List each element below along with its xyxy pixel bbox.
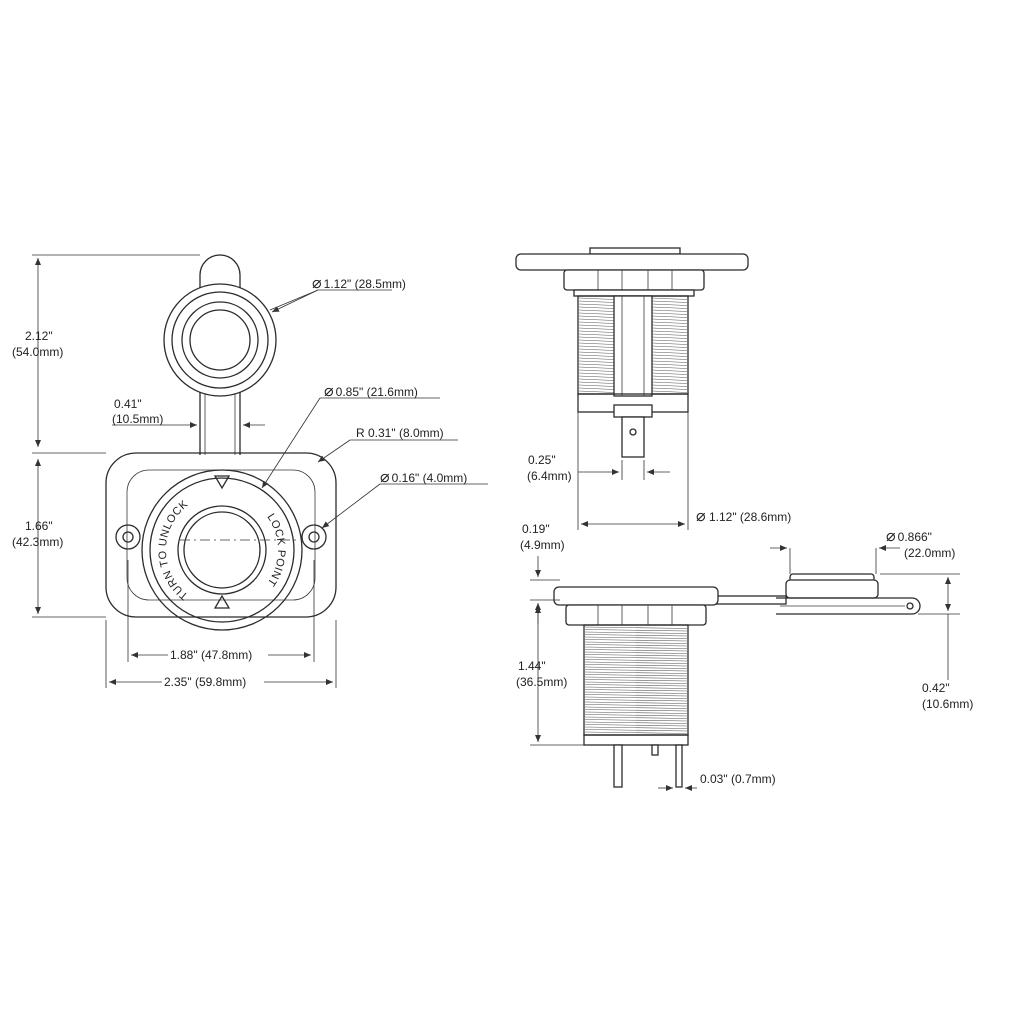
- lock-arrow-icon: [213, 594, 231, 609]
- hinge-width-dim: 0.41": [114, 397, 142, 411]
- total-height-dim-mm: (54.0mm): [12, 345, 63, 359]
- flange-height-dim: 0.19": [522, 522, 550, 536]
- terminal-pin: [675, 744, 683, 788]
- cap-diameter-side-dim: ⌀0.866": [886, 528, 932, 545]
- mounting-plate: [105, 452, 337, 618]
- unlock-arrow-icon: [213, 475, 231, 490]
- terminal-thickness-dim: 0.03" (0.7mm): [700, 772, 776, 786]
- front-dimensions: 2.12" (54.0mm) 1.66" (42.3mm) 0.41" (10.…: [12, 254, 488, 689]
- terminal-offset-dim-mm: (6.4mm): [527, 469, 572, 483]
- terminal-tab: [621, 416, 645, 458]
- terminal-offset-dim: 0.25": [528, 453, 556, 467]
- cap-side: [785, 579, 879, 599]
- flange-height-dim-mm: (4.9mm): [520, 538, 565, 552]
- screw-hole-left: [115, 524, 141, 550]
- cap-height-dim-mm: (10.6mm): [922, 697, 973, 711]
- side-top-dimensions: 0.25" (6.4mm) ⌀ 1.12" (28.6mm): [527, 398, 791, 530]
- thread-diameter-dim: ⌀ 1.12" (28.6mm): [696, 508, 791, 525]
- socket-diameter-dim: ⌀0.85" (21.6mm): [324, 383, 418, 400]
- hole-diameter-dim: ⌀0.16" (4.0mm): [380, 469, 467, 486]
- screw-hole-right: [301, 524, 327, 550]
- plate-height-dim: 1.66": [25, 519, 53, 533]
- body-length-dim-mm: (36.5mm): [516, 675, 567, 689]
- total-height-dim: 2.12": [25, 329, 53, 343]
- cap-diameter-side-dim-mm: (22.0mm): [904, 546, 955, 560]
- turn-to-unlock-label: TURN TO UNLOCK: [157, 498, 191, 602]
- radius-dim: R 0.31" (8.0mm): [356, 426, 444, 440]
- side-view-bottom: [553, 573, 921, 788]
- hinge-width-dim-mm: (10.5mm): [112, 412, 163, 426]
- hole-spacing-dim: 1.88" (47.8mm): [170, 648, 252, 662]
- cap-outer-ring: [163, 283, 277, 397]
- front-view: TURN TO UNLOCK LOCK POINT: [105, 254, 337, 631]
- plate-width-dim: 2.35" (59.8mm): [164, 675, 246, 689]
- cap-height-dim: 0.42": [922, 681, 950, 695]
- side-view-top: [515, 247, 749, 458]
- side-bottom-dimensions: 0.19" (4.9mm) 1.44" (36.5mm) 0.03" (0.7m…: [516, 522, 973, 791]
- body-length-dim: 1.44": [518, 659, 546, 673]
- socket-outer-ring: [141, 469, 303, 631]
- cap-diameter-dim: ⌀1.12" (28.5mm): [312, 275, 406, 292]
- plate-height-dim-mm: (42.3mm): [12, 535, 63, 549]
- lock-point-label: LOCK POINT: [264, 512, 287, 589]
